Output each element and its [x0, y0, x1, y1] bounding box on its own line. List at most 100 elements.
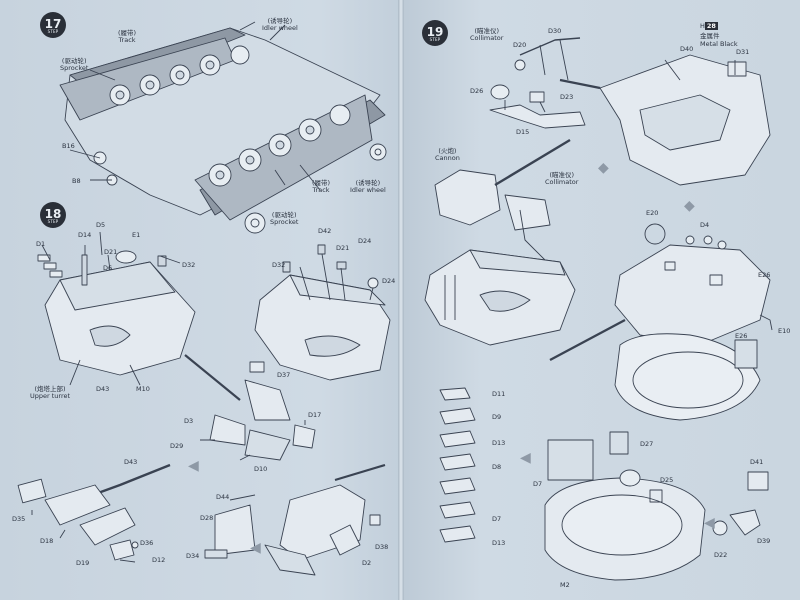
part-label: D34	[186, 552, 200, 560]
hull-track-drawing	[59, 21, 387, 234]
part-label: D37	[277, 371, 291, 379]
caption-cn: (瞄准仪)	[474, 27, 500, 35]
flow-arrow-left-icon: ◀	[520, 450, 531, 466]
step-18-number: 18	[44, 206, 62, 221]
step-18-word: STEP	[47, 218, 59, 224]
caption-en: Track	[118, 36, 136, 45]
part-label: D21	[104, 248, 118, 256]
part-label: D4	[700, 221, 710, 229]
part-label: D17	[308, 411, 322, 419]
part-label: E10	[778, 327, 791, 335]
part-label: D32	[182, 261, 196, 269]
caption-sprocket-bottom: (驱动轮)Sprocket	[270, 211, 299, 227]
page-fold	[398, 0, 404, 600]
mantlet-assembly-drawing	[17, 463, 171, 563]
metal-badge-en: Metal Black	[700, 40, 738, 48]
part-label: E1	[132, 231, 141, 239]
caption-en: Sprocket	[270, 218, 299, 227]
caption-en: Sprocket	[60, 64, 89, 73]
part-label: D6	[103, 264, 113, 272]
step-19-number: 19	[426, 24, 444, 39]
caption-en: Collimator	[470, 34, 504, 43]
cannon-assembly-drawing	[424, 138, 576, 346]
part-label: D22	[714, 551, 728, 559]
turret-top-right-drawing	[559, 54, 771, 186]
caption-en: Upper turret	[30, 392, 71, 401]
part-label: D18	[40, 537, 54, 545]
part-label: B8	[72, 177, 81, 185]
flow-arrow-right-icon: ◆	[598, 160, 609, 176]
part-label: D35	[12, 515, 26, 523]
part-label: D39	[757, 537, 771, 545]
part-label: D36	[140, 539, 154, 547]
part-label: D43	[96, 385, 110, 393]
ammo-racks-drawing	[439, 387, 476, 543]
mantlet-center-drawing	[204, 463, 386, 576]
caption-collimator-mid: (瞄准仪)Collimator	[545, 171, 579, 187]
part-label: D14	[78, 231, 92, 239]
turret-ring-drawing	[549, 223, 773, 421]
part-label: D26	[470, 87, 484, 95]
part-label: D7	[533, 480, 543, 488]
flow-arrow-left-icon: ◀	[250, 540, 261, 556]
flow-arrow-down-icon: ◆	[684, 198, 695, 214]
caption-cn: (诱导轮)	[267, 17, 293, 25]
part-label: D11	[492, 390, 506, 398]
part-label: D31	[736, 48, 750, 56]
caption-sprocket-top: (驱动轮)Sprocket	[60, 57, 89, 73]
caption-cn: (炮塔上部)	[34, 385, 66, 393]
part-label: D21	[336, 244, 350, 252]
gun-mantlet-drawing	[184, 354, 316, 461]
part-label: M2	[560, 581, 570, 589]
part-label: D10	[254, 465, 268, 473]
caption-cn: (履带)	[312, 179, 331, 187]
caption-collimator-top: (瞄准仪)Collimator	[470, 27, 504, 43]
part-label: D19	[76, 559, 90, 567]
part-label: D2	[362, 559, 372, 567]
step-17-number: 17	[44, 16, 62, 31]
part-label: D1	[36, 240, 46, 248]
upper-turret-drawing	[37, 231, 196, 386]
metal-badge-cn: 金属件	[700, 32, 720, 40]
collimator-drawing	[489, 37, 586, 129]
caption-en: Idler wheel	[262, 24, 298, 33]
caption-en: Collimator	[545, 178, 579, 187]
part-label: D7	[492, 515, 502, 523]
part-label: D8	[492, 463, 502, 471]
lower-turret-drawing	[544, 431, 769, 581]
caption-upper-turret: (炮塔上部)Upper turret	[30, 385, 71, 401]
caption-cn: (火炮)	[438, 147, 457, 155]
metal-badge-code: 28	[704, 22, 718, 30]
caption-cn: (瞄准仪)	[549, 171, 575, 179]
caption-track-bottom: (履带)Track	[312, 179, 331, 195]
caption-cn: (履带)	[118, 29, 137, 37]
caption-idler-bottom: (诱导轮)Idler wheel	[350, 179, 386, 195]
part-label: D3	[184, 417, 194, 425]
part-label: D13	[492, 539, 506, 547]
part-label: E20	[646, 209, 659, 217]
part-label: D24	[358, 237, 372, 245]
part-label: D23	[560, 93, 574, 101]
part-label: D12	[152, 556, 166, 564]
caption-track-top: (履带)Track	[118, 29, 137, 45]
part-label: D30	[548, 27, 562, 35]
part-label: D42	[318, 227, 332, 235]
caption-en: Track	[312, 186, 330, 195]
metal-badge-prefix: H	[700, 22, 705, 30]
part-label: E26	[735, 332, 748, 340]
caption-cannon: (火炮)Cannon	[435, 147, 460, 163]
part-label: D9	[492, 413, 502, 421]
part-label: D5	[96, 221, 106, 229]
part-label: D27	[640, 440, 654, 448]
part-label: D15	[516, 128, 530, 136]
step-19-word: STEP	[429, 36, 441, 42]
caption-idler-top: (诱导轮)Idler wheel	[262, 17, 298, 33]
part-label: D13	[492, 439, 506, 447]
part-label: D40	[680, 45, 694, 53]
part-label: D43	[124, 458, 138, 466]
caption-cn: (驱动轮)	[271, 211, 297, 219]
